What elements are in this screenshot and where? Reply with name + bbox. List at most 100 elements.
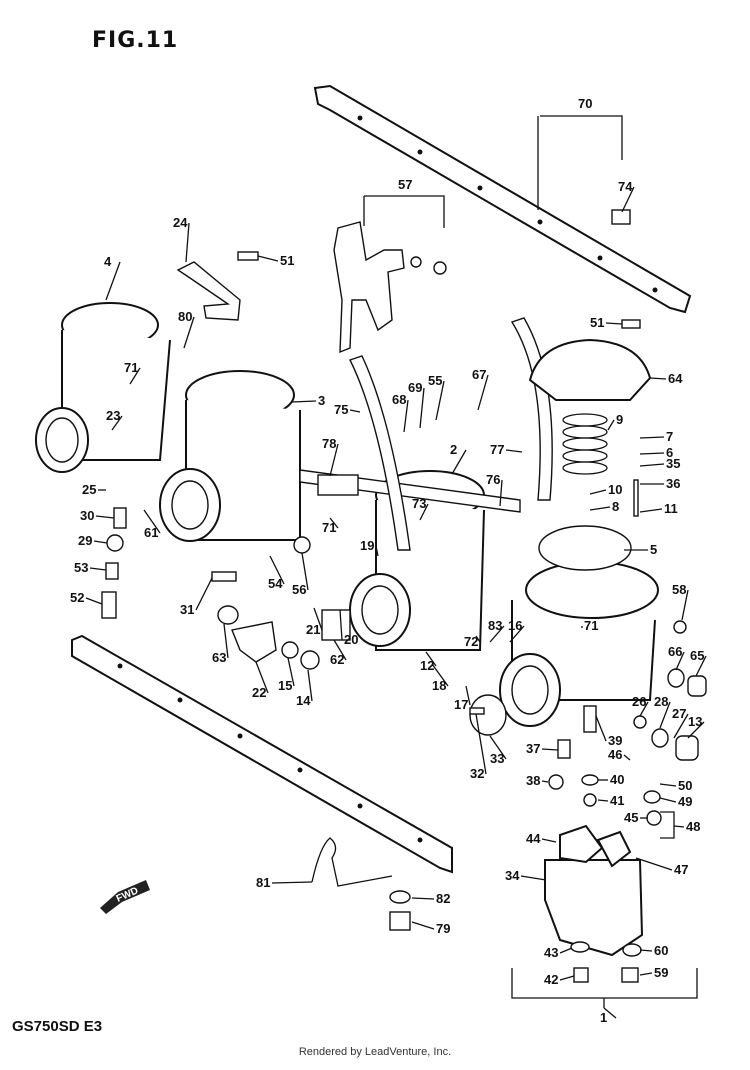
callout-46: 46	[608, 747, 622, 762]
callout-15: 15	[278, 678, 292, 693]
callout-77: 77	[490, 442, 504, 457]
leader-line	[639, 436, 665, 439]
callout-16: 16	[508, 618, 522, 633]
leader-line	[639, 701, 649, 717]
leader-line	[431, 663, 449, 687]
callout-52: 52	[70, 590, 84, 605]
callout-4: 4	[104, 254, 112, 269]
leader-line	[291, 400, 317, 403]
callout-20: 20	[344, 632, 358, 647]
leader-line	[435, 380, 445, 421]
callout-32: 32	[470, 766, 484, 781]
callout-37: 37	[526, 741, 540, 756]
carburetor-4	[499, 525, 659, 727]
callout-80: 80	[178, 309, 192, 324]
callout-79: 79	[436, 921, 450, 936]
callout-71: 71	[124, 360, 138, 375]
leader-line	[475, 635, 481, 643]
bracket-24	[176, 261, 241, 321]
callout-34: 34	[505, 868, 520, 883]
plug-38	[548, 774, 564, 790]
callout-5: 5	[650, 542, 657, 557]
float-bowl-34	[544, 859, 644, 957]
leader-line	[623, 754, 631, 761]
callout-69: 69	[408, 380, 422, 395]
screw-51-top	[237, 251, 259, 261]
figure-title: FIG.11	[92, 28, 179, 53]
callout-73: 73	[412, 496, 426, 511]
callout-25: 25	[82, 482, 96, 497]
top-cap-64	[528, 338, 652, 401]
callout-26: 26	[632, 694, 646, 709]
leader-line	[185, 222, 190, 263]
top-rail-holes	[357, 115, 658, 293]
leader-line	[649, 377, 667, 380]
leader-line	[639, 972, 653, 976]
leader-line	[639, 508, 663, 513]
leader-line	[339, 609, 343, 641]
leader-line	[639, 949, 653, 952]
callout-9: 9	[616, 412, 623, 427]
drain-screw-42	[573, 967, 589, 983]
nut-29	[106, 534, 124, 552]
bracket-57	[364, 195, 445, 228]
leader-line	[451, 449, 467, 475]
leader-line	[595, 715, 607, 742]
callout-31: 31	[180, 602, 194, 617]
leader-line	[673, 825, 685, 828]
callout-27: 27	[672, 706, 686, 721]
callout-17: 17	[454, 697, 468, 712]
callout-59: 59	[654, 965, 668, 980]
leader-line	[475, 713, 487, 775]
leader-line	[607, 419, 615, 431]
leader-line	[269, 555, 285, 585]
screw-26	[633, 715, 647, 729]
washer-63	[217, 605, 239, 625]
callout-51: 51	[590, 315, 604, 330]
leader-line	[659, 701, 671, 729]
leader-line	[85, 597, 103, 605]
callout-82: 82	[436, 891, 450, 906]
tee-78	[317, 474, 359, 496]
pin-30	[113, 507, 127, 529]
leader-line	[639, 452, 665, 455]
callout-7: 7	[666, 429, 673, 444]
leader-line	[333, 639, 347, 661]
hose-77	[510, 317, 553, 501]
nut-14	[300, 650, 320, 670]
callout-71: 71	[584, 618, 598, 633]
leader-lines	[85, 115, 707, 1019]
model-code: GS750SD E3	[12, 1018, 103, 1035]
callout-3: 3	[318, 393, 325, 408]
callout-78: 78	[322, 436, 336, 451]
float-44b	[596, 830, 632, 868]
callout-23: 23	[106, 408, 120, 423]
callout-24: 24	[173, 215, 188, 230]
callout-45: 45	[624, 810, 638, 825]
assembly-bracket-1	[511, 968, 698, 999]
leader-line	[541, 748, 559, 751]
leader-line	[541, 838, 557, 843]
callout-54: 54	[268, 576, 283, 591]
leader-line	[411, 921, 435, 930]
leader-line	[183, 316, 195, 349]
callout-44: 44	[526, 831, 541, 846]
bracket-48	[660, 811, 675, 839]
callout-51: 51	[280, 253, 294, 268]
callout-36: 36	[666, 476, 680, 491]
plug-13	[675, 735, 699, 761]
screw-32	[469, 707, 485, 715]
jet-37	[557, 739, 571, 759]
callout-48: 48	[686, 819, 700, 834]
leader-line	[605, 322, 623, 325]
callout-81: 81	[256, 875, 270, 890]
leader-line	[93, 540, 108, 544]
leader-line	[597, 799, 609, 802]
callout-14: 14	[296, 693, 311, 708]
callout-83: 83	[488, 618, 502, 633]
callout-40: 40	[610, 772, 624, 787]
leader-line	[129, 367, 141, 385]
leader-line	[499, 479, 503, 507]
spring-81	[311, 837, 393, 887]
spring-52	[101, 591, 117, 619]
